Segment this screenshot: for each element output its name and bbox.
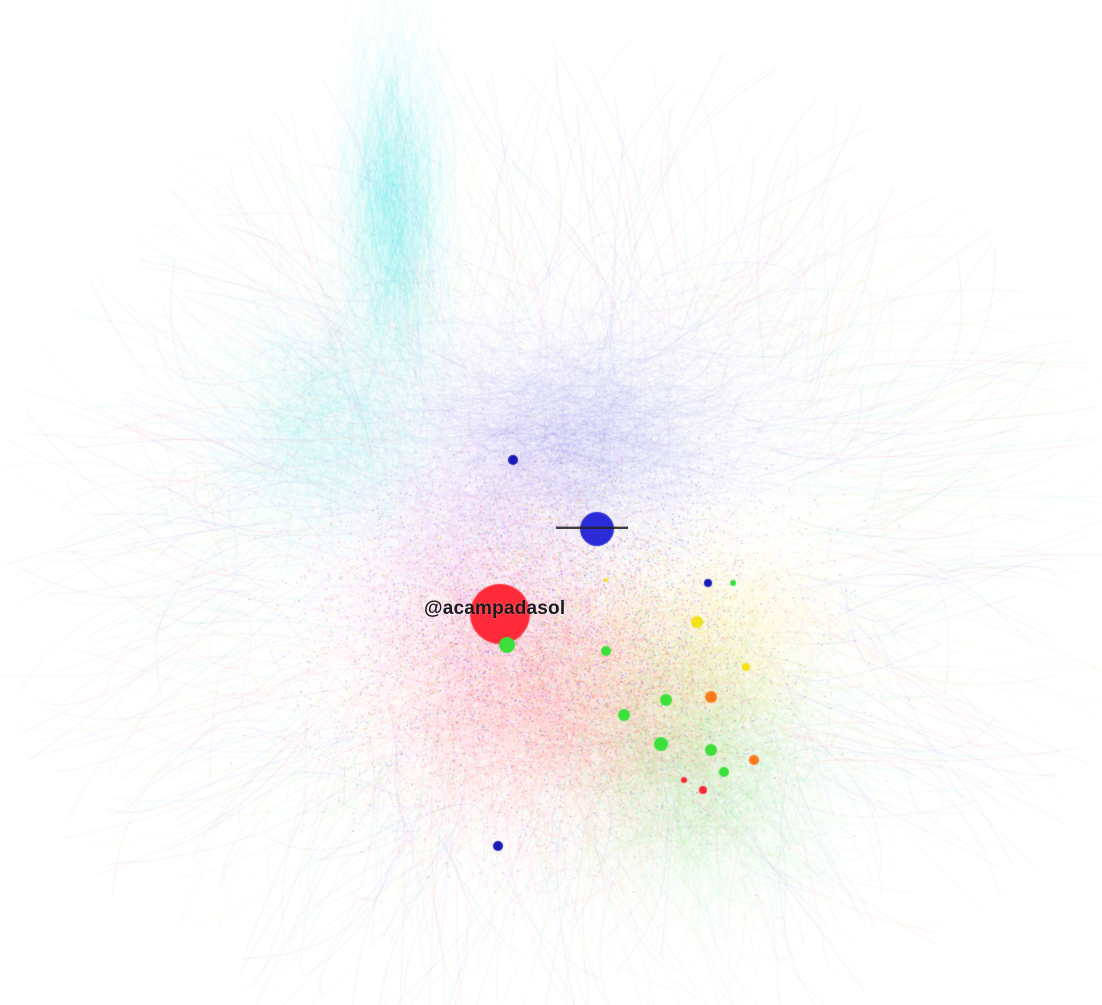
network-canvas xyxy=(0,0,1102,1005)
network-graph: @acampadasol ▬▬▬▬▬▬▬▬▬ xyxy=(0,0,1102,1005)
